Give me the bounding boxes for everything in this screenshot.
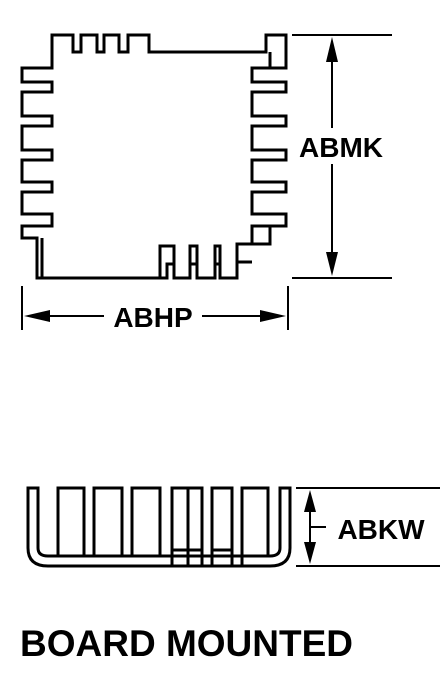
abmk-arrow-up [326, 37, 338, 62]
top-view-inner-edge-right [237, 52, 272, 246]
side-view [26, 486, 292, 568]
top-view-bottom-fins [158, 244, 252, 278]
abkw-dimension [296, 487, 440, 567]
abhp-label-bg [104, 298, 202, 334]
side-view-fins [56, 486, 270, 566]
abkw-label: ABKW [337, 514, 425, 545]
side-view-outline [26, 486, 292, 568]
abmk-label: ABMK [299, 132, 383, 163]
abkw-label-bg [326, 510, 436, 546]
abmk-arrow-down [326, 252, 338, 276]
abhp-arrow-left [24, 310, 50, 322]
abhp-arrow-right [260, 310, 286, 322]
top-view [20, 33, 288, 280]
abkw-arrow-up [304, 490, 316, 512]
abhp-label: ABHP [113, 302, 192, 333]
top-view-outline [20, 33, 288, 280]
abkw-arrow-down [304, 542, 316, 564]
diagram-caption: BOARD MOUNTED [20, 623, 353, 664]
abmk-label-bg [292, 128, 390, 164]
